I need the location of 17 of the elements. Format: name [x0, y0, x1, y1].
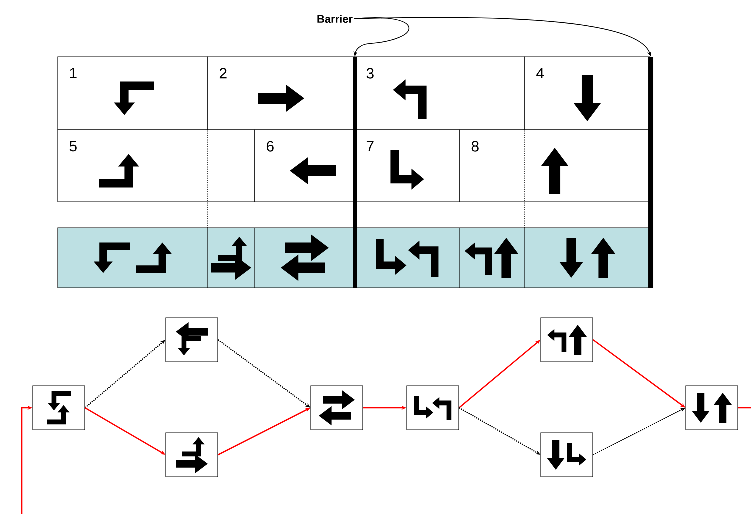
- phase-box: [166, 432, 218, 478]
- phase-box: [32, 386, 86, 430]
- phase-box: [310, 386, 364, 430]
- phase-cell: 2: [208, 56, 356, 130]
- phase-cell: 7: [354, 130, 460, 202]
- phase-box: [540, 318, 594, 362]
- phase-box: [166, 318, 218, 362]
- phase-box: [540, 432, 594, 478]
- phase-cell: 1: [58, 56, 208, 130]
- phase-cell: 5: [58, 130, 256, 202]
- phase-cell: 4: [524, 56, 650, 130]
- barrier-label: Barrier: [318, 14, 353, 24]
- phase-cell: 3: [354, 56, 526, 130]
- phase-cell: 8: [460, 130, 650, 202]
- phase-box: [686, 386, 738, 430]
- phase-cell: 6: [254, 130, 356, 202]
- phase-box: [406, 386, 460, 430]
